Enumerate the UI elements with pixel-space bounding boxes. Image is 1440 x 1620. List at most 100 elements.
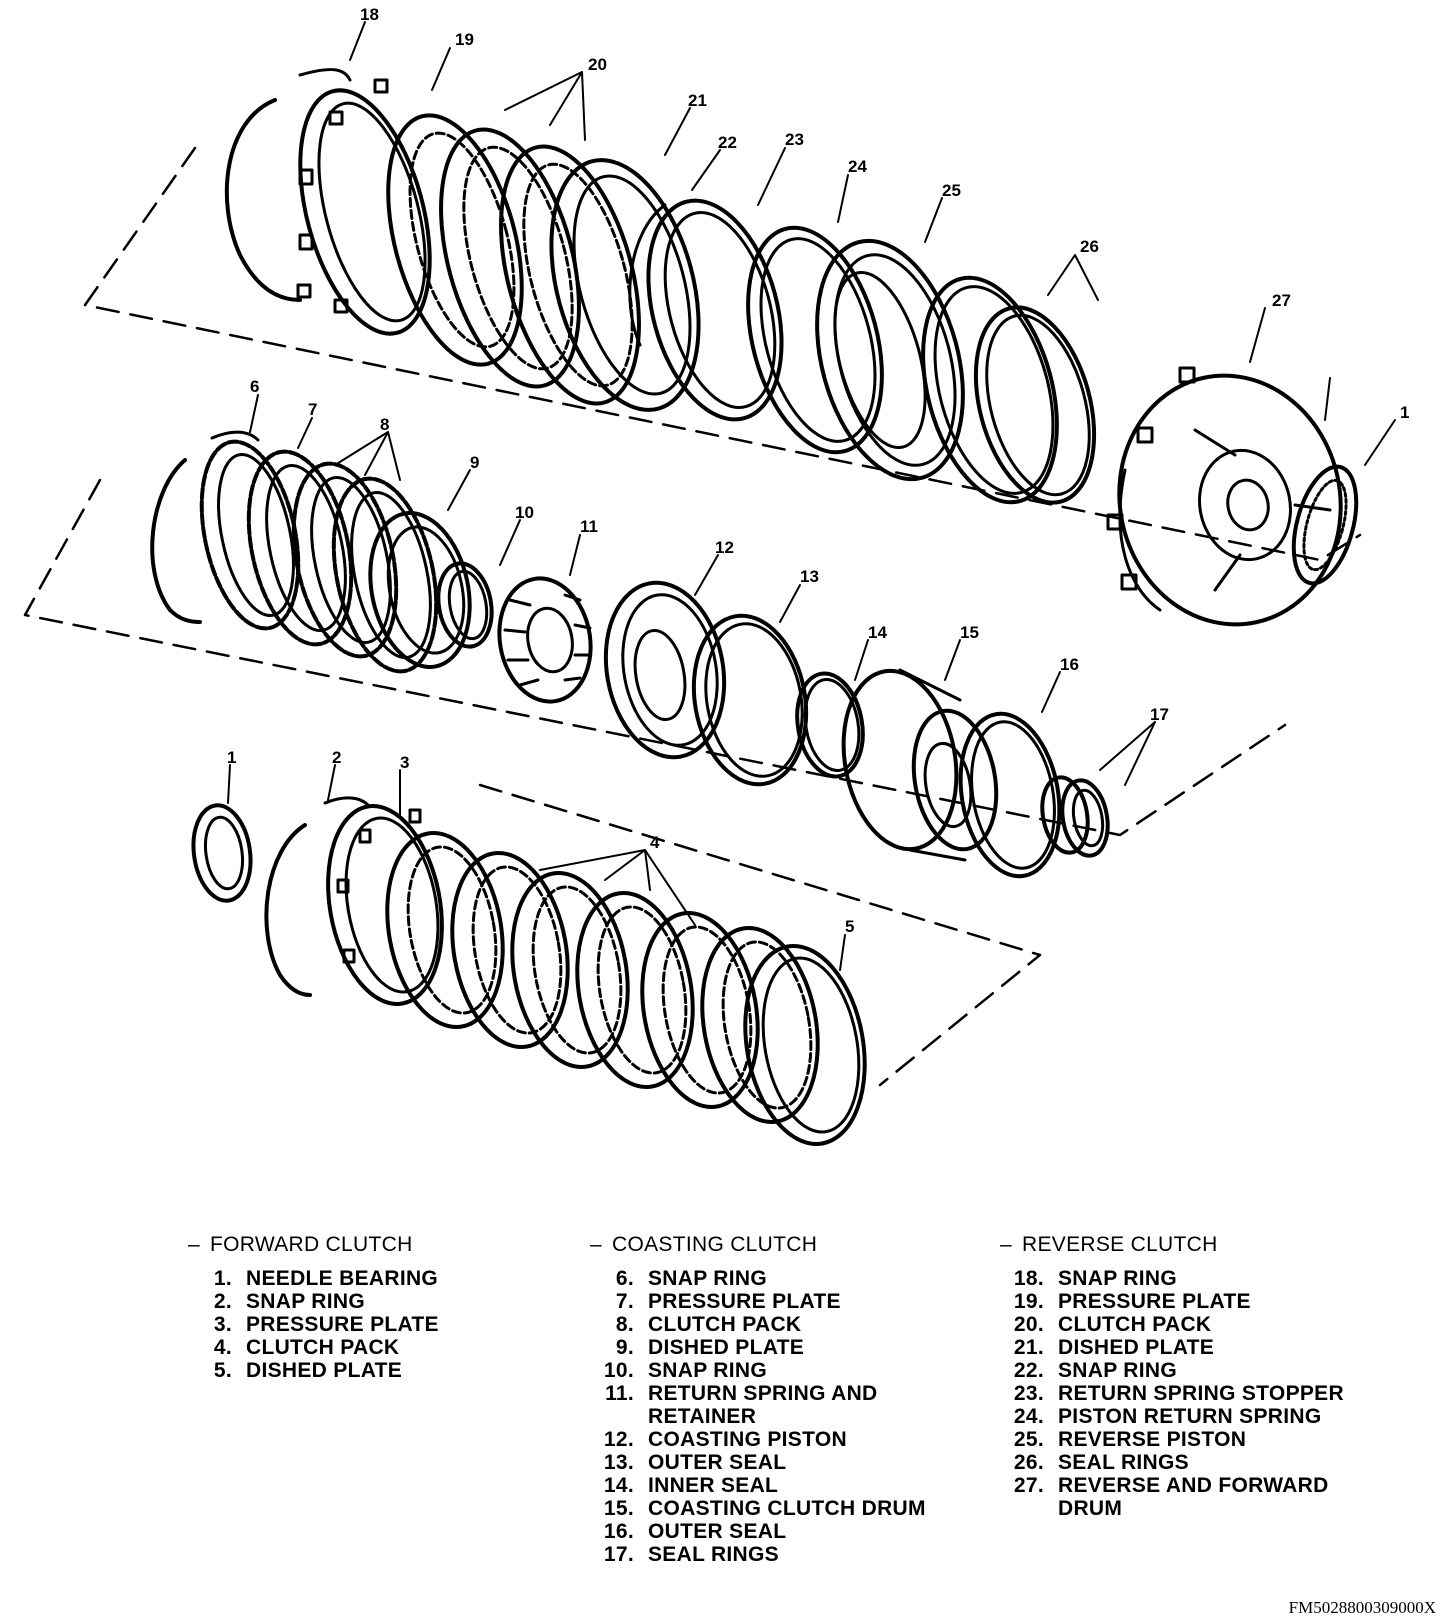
callout-15: 15 (960, 623, 979, 642)
legend-item: 11.RETURN SPRING AND (605, 1382, 878, 1405)
legend-item: DRUM (1058, 1497, 1123, 1520)
part-1-needle-bearing-top (1291, 464, 1359, 586)
part-23-return-spring-stopper (646, 198, 784, 422)
legend-item: 7.PRESSURE PLATE (615, 1290, 841, 1313)
part-6-snap-ring (150, 430, 260, 624)
legend-dash: – (188, 1233, 200, 1256)
exploded-clutch-diagram: 18 19 20 21 22 23 24 25 26 27 1 6 7 8 9 … (23, 5, 1409, 1146)
callout-19: 19 (455, 30, 474, 49)
legend-item: 20.CLUTCH PACK (1013, 1313, 1212, 1336)
part-17-seal-rings (1040, 775, 1110, 858)
legend-item: 17.SEAL RINGS (603, 1543, 779, 1566)
legend-item: 12.COASTING PISTON (603, 1428, 847, 1451)
callout-1: 1 (227, 748, 236, 767)
callout-22: 22 (718, 133, 737, 152)
part-18-snap-ring (224, 68, 352, 302)
reverse-group-outline (83, 146, 1362, 562)
figure-code: FM5028800309000X (1288, 1598, 1436, 1617)
callout-21: 21 (688, 91, 707, 110)
forward-group-outline (478, 783, 1042, 1087)
callout-5: 5 (845, 917, 854, 936)
callout-numbers: 18 19 20 21 22 23 24 25 26 27 1 6 7 8 9 … (227, 5, 1409, 936)
legend-forward-clutch: –FORWARD CLUTCH 1.NEEDLE BEARING 2.SNAP … (188, 1233, 576, 1382)
part-20-clutch-pack (386, 113, 641, 406)
legend-item: 26.SEAL RINGS (1013, 1451, 1189, 1474)
callout-10: 10 (515, 503, 534, 522)
part-25-reverse-piston (815, 238, 965, 482)
legend-item: 25.REVERSE PISTON (1013, 1428, 1247, 1451)
callout-25: 25 (942, 181, 961, 200)
callout-1-top: 1 (1400, 403, 1409, 422)
part-8-clutch-pack (246, 449, 439, 674)
legend-list-coasting: 6.SNAP RING 7.PRESSURE PLATE 8.CLUTCH PA… (590, 1267, 978, 1566)
leader-lines (227, 21, 1396, 971)
part-19-pressure-plate (296, 78, 432, 336)
callout-24: 24 (848, 157, 867, 176)
part-14-inner-seal (795, 671, 865, 779)
reverse-clutch-group (83, 68, 1362, 627)
legend-item: 18.SNAP RING (1013, 1267, 1177, 1290)
legend-item: 21.DISHED PLATE (1013, 1336, 1215, 1359)
legend-dash: – (590, 1233, 602, 1256)
part-16-outer-seal (958, 711, 1062, 879)
legend-item: 6.SNAP RING (615, 1267, 767, 1290)
part-10-snap-ring (436, 561, 494, 649)
coasting-group-outline (23, 478, 1287, 837)
callout-23: 23 (785, 130, 804, 149)
legend-item: 27.REVERSE AND FORWARD (1013, 1474, 1329, 1497)
part-4-clutch-pack (385, 831, 820, 1124)
legend-item: 23.RETURN SPRING STOPPER (1013, 1382, 1344, 1405)
legend-item: 13.OUTER SEAL (603, 1451, 787, 1474)
callout-8: 8 (380, 415, 389, 434)
part-22-snap-ring (628, 203, 667, 347)
legend-coasting-clutch: –COASTING CLUTCH 6.SNAP RING 7.PRESSURE … (590, 1233, 978, 1566)
callout-18: 18 (360, 5, 379, 24)
legend-item: 10.SNAP RING (603, 1359, 767, 1382)
legend-item: 4.CLUTCH PACK (213, 1336, 400, 1359)
callout-4: 4 (650, 833, 660, 852)
callout-20: 20 (588, 55, 607, 74)
part-3-pressure-plate (326, 804, 444, 1006)
legend-reverse-clutch: –REVERSE CLUTCH 18.SNAP RING 19.PRESSURE… (1000, 1233, 1388, 1520)
callout-11: 11 (580, 517, 598, 536)
legend-item: 15.COASTING CLUTCH DRUM (603, 1497, 926, 1520)
callout-3: 3 (400, 753, 409, 772)
legend-item: 9.DISHED PLATE (615, 1336, 805, 1359)
legend-item: 24.PISTON RETURN SPRING (1013, 1405, 1322, 1428)
legend-item: 16.OUTER SEAL (603, 1520, 787, 1543)
part-26-seal-rings (921, 275, 1097, 505)
legend-item: 22.SNAP RING (1013, 1359, 1177, 1382)
callout-7: 7 (308, 400, 317, 419)
legend-title-reverse: REVERSE CLUTCH (1022, 1233, 1218, 1256)
part-24-piston-return-spring (746, 225, 884, 455)
callout-26: 26 (1080, 237, 1099, 256)
part-9-dished-plate (368, 511, 472, 669)
legend-item: 14.INNER SEAL (603, 1474, 779, 1497)
part-27-reverse-forward-drum (1106, 366, 1343, 627)
legend-item: 8.CLUTCH PACK (615, 1313, 802, 1336)
legend-item: 19.PRESSURE PLATE (1013, 1290, 1251, 1313)
legend-dash: – (1000, 1233, 1012, 1256)
legend-item: 3.PRESSURE PLATE (213, 1313, 439, 1336)
callout-12: 12 (715, 538, 734, 557)
part-2-snap-ring (264, 796, 370, 997)
callout-27: 27 (1272, 291, 1291, 310)
legend-title-forward: FORWARD CLUTCH (210, 1233, 413, 1256)
legend-item: 5.DISHED PLATE (213, 1359, 403, 1382)
part-5-dished-plate (743, 944, 867, 1146)
legend-list-forward: 1.NEEDLE BEARING 2.SNAP RING 3.PRESSURE … (188, 1267, 576, 1382)
part-21-dished-plate (549, 158, 701, 412)
callout-13: 13 (800, 567, 819, 586)
legend-item: RETAINER (648, 1405, 757, 1428)
part-11-return-spring-retainer (497, 576, 593, 704)
callout-2: 2 (332, 748, 341, 767)
legend-list-reverse: 18.SNAP RING 19.PRESSURE PLATE 20.CLUTCH… (1000, 1267, 1388, 1520)
callout-9: 9 (470, 453, 479, 472)
part-15-coasting-clutch-drum (841, 668, 999, 862)
part-1-needle-bearing (191, 803, 253, 903)
part-12-coasting-piston (603, 580, 727, 760)
callout-14: 14 (868, 623, 887, 642)
callout-6: 6 (250, 377, 259, 396)
legend-title-coasting: COASTING CLUTCH (612, 1233, 818, 1256)
callout-16: 16 (1060, 655, 1079, 674)
